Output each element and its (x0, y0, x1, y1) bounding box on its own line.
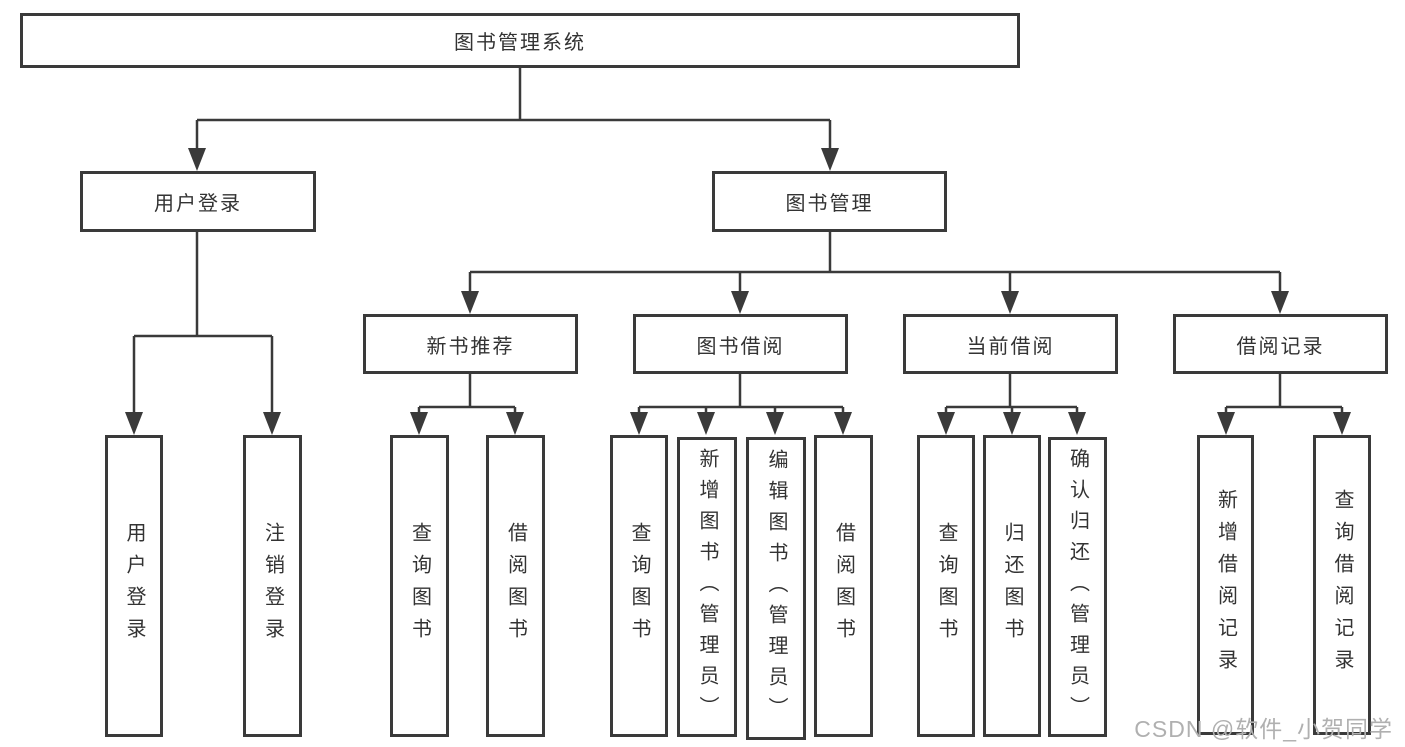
node-label: 借阅记录 (1236, 335, 1325, 358)
arrow-down-icon (1001, 291, 1019, 314)
leaf-return-books: 归还图书 (983, 435, 1041, 737)
node-label: 查询图书 (628, 522, 650, 650)
node-label: 查询图书 (408, 522, 431, 650)
arrow-down-icon (821, 148, 839, 171)
arrow-down-icon (1003, 412, 1021, 435)
arrow-down-icon (410, 412, 428, 435)
node-label: 借阅图书 (832, 522, 855, 650)
node-label: 注销登录 (261, 522, 284, 650)
arrow-down-icon (188, 148, 206, 171)
arrow-down-icon (1217, 412, 1235, 435)
leaf-edit-book-admin: 编辑图书（管理员） (746, 437, 806, 740)
arrow-down-icon (1068, 412, 1086, 435)
node-label: 新书推荐 (426, 335, 515, 358)
arrow-down-icon (937, 412, 955, 435)
node-label: 确认归还（管理员） (1066, 447, 1089, 727)
leaf-query-books-current: 查询图书 (917, 435, 975, 737)
node-label: 查询借阅记录 (1331, 489, 1353, 681)
node-system-root: 图书管理系统 (20, 13, 1020, 68)
leaf-logout: 注销登录 (243, 435, 302, 737)
node-label: 用户登录 (123, 522, 145, 650)
node-user-login: 用户登录 (80, 171, 316, 232)
node-label: 图书管理 (785, 193, 874, 215)
node-borrowing-records: 借阅记录 (1173, 314, 1388, 374)
leaf-add-borrow-record: 新增借阅记录 (1197, 435, 1254, 735)
arrow-down-icon (766, 412, 784, 435)
leaf-query-books-recommend: 查询图书 (390, 435, 449, 737)
leaf-confirm-return-admin: 确认归还（管理员） (1048, 437, 1107, 737)
node-book-borrowing: 图书借阅 (633, 314, 848, 374)
node-label: 新增借阅记录 (1214, 489, 1237, 681)
arrow-down-icon (461, 291, 479, 314)
leaf-query-borrow-record: 查询借阅记录 (1313, 435, 1371, 735)
csdn-watermark: CSDN @软件_小贺同学 (1134, 716, 1393, 742)
leaf-add-book-admin: 新增图书（管理员） (677, 437, 737, 737)
leaf-borrow-books-recommend: 借阅图书 (486, 435, 545, 737)
leaf-borrow-books-borrowing: 借阅图书 (814, 435, 873, 737)
node-label: 图书管理系统 (454, 32, 586, 54)
arrow-down-icon (263, 412, 281, 435)
leaf-user-login: 用户登录 (105, 435, 163, 737)
arrow-down-icon (125, 412, 143, 435)
node-new-book-recommend: 新书推荐 (363, 314, 578, 374)
arrowheads (125, 148, 1351, 435)
node-label: 编辑图书（管理员） (765, 449, 787, 728)
arrow-down-icon (697, 412, 715, 435)
node-label: 当前借阅 (966, 335, 1055, 358)
node-book-management: 图书管理 (712, 171, 947, 232)
node-label: 新增图书（管理员） (696, 447, 718, 727)
node-label: 查询图书 (935, 522, 957, 650)
arrow-down-icon (506, 412, 524, 435)
node-label: 借阅图书 (504, 522, 527, 650)
node-label: 归还图书 (1001, 522, 1023, 650)
leaf-query-books-borrowing: 查询图书 (610, 435, 668, 737)
node-label: 图书借阅 (696, 335, 785, 358)
arrow-down-icon (1271, 291, 1289, 314)
arrow-down-icon (731, 291, 749, 314)
arrow-down-icon (834, 412, 852, 435)
arrow-down-icon (630, 412, 648, 435)
node-current-borrowing: 当前借阅 (903, 314, 1118, 374)
arrow-down-icon (1333, 412, 1351, 435)
node-label: 用户登录 (154, 193, 242, 215)
